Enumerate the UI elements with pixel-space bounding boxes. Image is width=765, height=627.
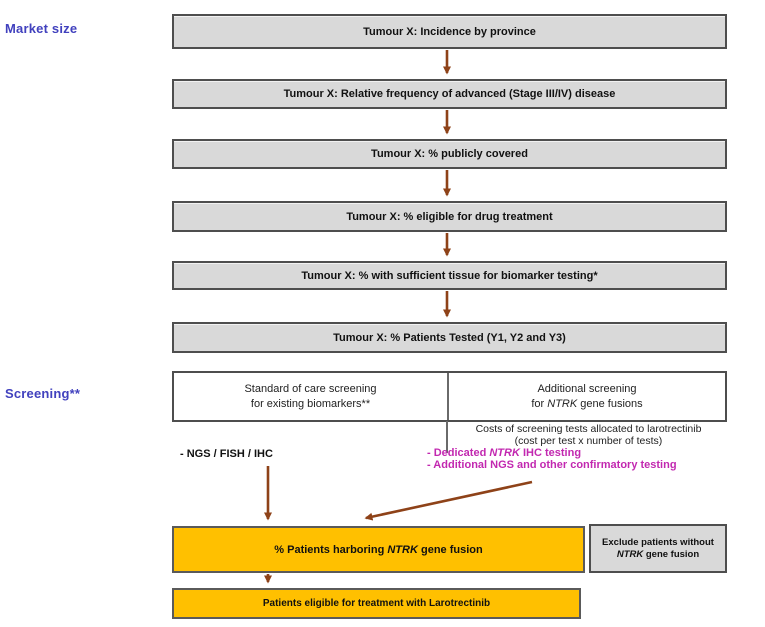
box-eligible-larotrectinib: Patients eligible for treatment with Lar… bbox=[172, 588, 581, 619]
note-costs-allocation: Costs of screening tests allocated to la… bbox=[450, 423, 727, 447]
box-publicly-covered: Tumour X: % publicly covered bbox=[172, 139, 727, 169]
box-eligible-drug-treatment-label: Tumour X: % eligible for drug treatment bbox=[346, 210, 553, 223]
costs-line2: (cost per test x number of tests) bbox=[514, 434, 663, 447]
box-publicly-covered-label: Tumour X: % publicly covered bbox=[371, 148, 528, 160]
cell-additional-screening: Additional screening for NTRK gene fusio… bbox=[449, 373, 725, 420]
screening-table: Standard of care screening for existing … bbox=[172, 371, 727, 422]
table-divider-extension bbox=[446, 421, 448, 453]
additional-ngs-line: - Additional NGS and other confirmatory … bbox=[427, 459, 677, 471]
box-sufficient-tissue-label: Tumour X: % with sufficient tissue for b… bbox=[301, 269, 598, 282]
box-relative-frequency-advanced-label: Tumour X: Relative frequency of advanced… bbox=[283, 88, 616, 100]
box-eligible-drug-treatment: Tumour X: % eligible for drug treatment bbox=[172, 201, 727, 232]
box-tumour-incidence-label: Tumour X: Incidence by province bbox=[363, 25, 536, 38]
standard-of-care-line2: for existing biomarkers** bbox=[250, 397, 371, 410]
patients-harboring-ntrk-label: % Patients harboring NTRK gene fusion bbox=[274, 543, 483, 556]
box-tumour-incidence: Tumour X: Incidence by province bbox=[172, 14, 727, 49]
label-market-size: Market size bbox=[5, 21, 78, 36]
box-relative-frequency-advanced: Tumour X: Relative frequency of advanced… bbox=[172, 79, 727, 109]
exclude-patients-label: Exclude patients without NTRK gene fusio… bbox=[602, 536, 714, 560]
box-patients-tested: Tumour X: % Patients Tested (Y1, Y2 and … bbox=[172, 322, 727, 353]
cell-standard-of-care-screening: Standard of care screening for existing … bbox=[174, 373, 449, 420]
eligible-larotrectinib-label: Patients eligible for treatment with Lar… bbox=[262, 598, 491, 609]
standard-of-care-line1: Standard of care screening bbox=[244, 382, 377, 395]
note-additional-tests: - Dedicated NTRK IHC testing - Additiona… bbox=[427, 447, 737, 471]
arrow-additional-to-harboring bbox=[364, 480, 533, 521]
box-patients-harboring-ntrk: % Patients harboring NTRK gene fusion bbox=[172, 526, 585, 573]
label-screening: Screening** bbox=[5, 386, 81, 401]
dedicated-ntrk-ihc-line: - Dedicated NTRK IHC testing bbox=[427, 447, 582, 459]
additional-screening-line2: for NTRK gene fusions bbox=[531, 397, 643, 410]
costs-line1: Costs of screening tests allocated to la… bbox=[475, 423, 702, 435]
note-soc-tests: - NGS / FISH / IHC bbox=[180, 448, 273, 460]
box-exclude-patients: Exclude patients without NTRK gene fusio… bbox=[589, 524, 727, 573]
box-patients-tested-label: Tumour X: % Patients Tested (Y1, Y2 and … bbox=[333, 331, 566, 344]
box-sufficient-tissue: Tumour X: % with sufficient tissue for b… bbox=[172, 261, 727, 290]
additional-screening-line1: Additional screening bbox=[537, 382, 637, 395]
